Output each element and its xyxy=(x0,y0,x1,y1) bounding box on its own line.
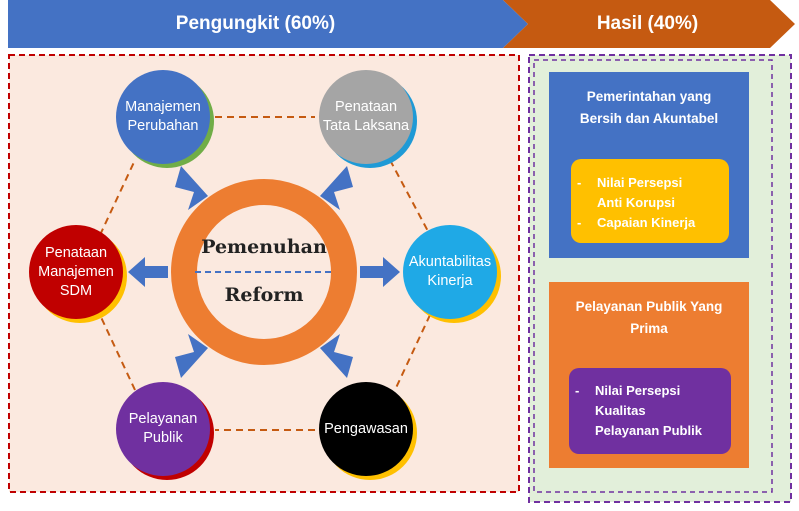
banner-hasil xyxy=(503,0,795,48)
node-label-penataan-tata-laksana: Penataan Tata Laksana xyxy=(322,99,410,134)
arrow-up-left xyxy=(175,166,208,210)
arrows xyxy=(128,166,400,378)
banner-pengungkit xyxy=(8,0,528,48)
result-item-kualitas-pelayanan: - Nilai Persepsi Kualitas Pelayanan Publ… xyxy=(575,383,702,438)
result-item-capaian-kinerja: - Capaian Kinerja xyxy=(577,215,696,230)
node-label-penataan-manajemen-sdm: Penataan Manajemen SDM xyxy=(38,244,114,299)
node-label-pelayanan-publik: Pelayanan Publik xyxy=(128,411,198,446)
banner-tip xyxy=(776,8,790,40)
arrow-right xyxy=(360,257,400,287)
center-ring xyxy=(171,179,357,365)
node-akuntabilitas-kinerja[interactable] xyxy=(403,225,501,323)
arrow-up-right xyxy=(320,166,353,210)
node-label-akuntabilitas-kinerja: Akuntabilitas Kinerja xyxy=(408,254,492,289)
header-hasil-label: Hasil (40%) xyxy=(596,13,699,34)
arrow-down-right xyxy=(320,334,353,378)
arrow-left xyxy=(128,257,168,287)
result-box-2-sub: - Nilai Persepsi Kualitas Pelayanan Publ… xyxy=(569,368,731,454)
hex-links xyxy=(99,116,431,431)
result-box-2-title: Pelayanan Publik Yang Prima xyxy=(575,299,723,336)
center-text-line2: Reform xyxy=(224,284,304,306)
node-pengawasan[interactable] xyxy=(319,382,417,480)
center-text-line1: Pemenuhan xyxy=(201,236,327,258)
node-pelayanan-publik[interactable] xyxy=(116,382,214,480)
node-penataan-tata-laksana[interactable] xyxy=(319,70,417,168)
header-pengungkit-label: Pengungkit (60%) xyxy=(175,13,336,34)
node-label-manajemen-perubahan: Manajemen Perubahan xyxy=(125,99,201,134)
result-box-1-sub: - Nilai Persepsi Anti Korupsi - Capaian … xyxy=(571,159,729,243)
node-penataan-manajemen-sdm[interactable] xyxy=(29,225,127,323)
result-item-anti-korupsi: - Nilai Persepsi Anti Korupsi xyxy=(577,175,683,210)
arrow-down-left xyxy=(175,334,208,378)
node-manajemen-perubahan[interactable] xyxy=(116,70,214,168)
node-label-pengawasan: Pengawasan xyxy=(324,420,408,437)
result-box-1-title: Pemerintahan yang Bersih dan Akuntabel xyxy=(579,89,719,126)
